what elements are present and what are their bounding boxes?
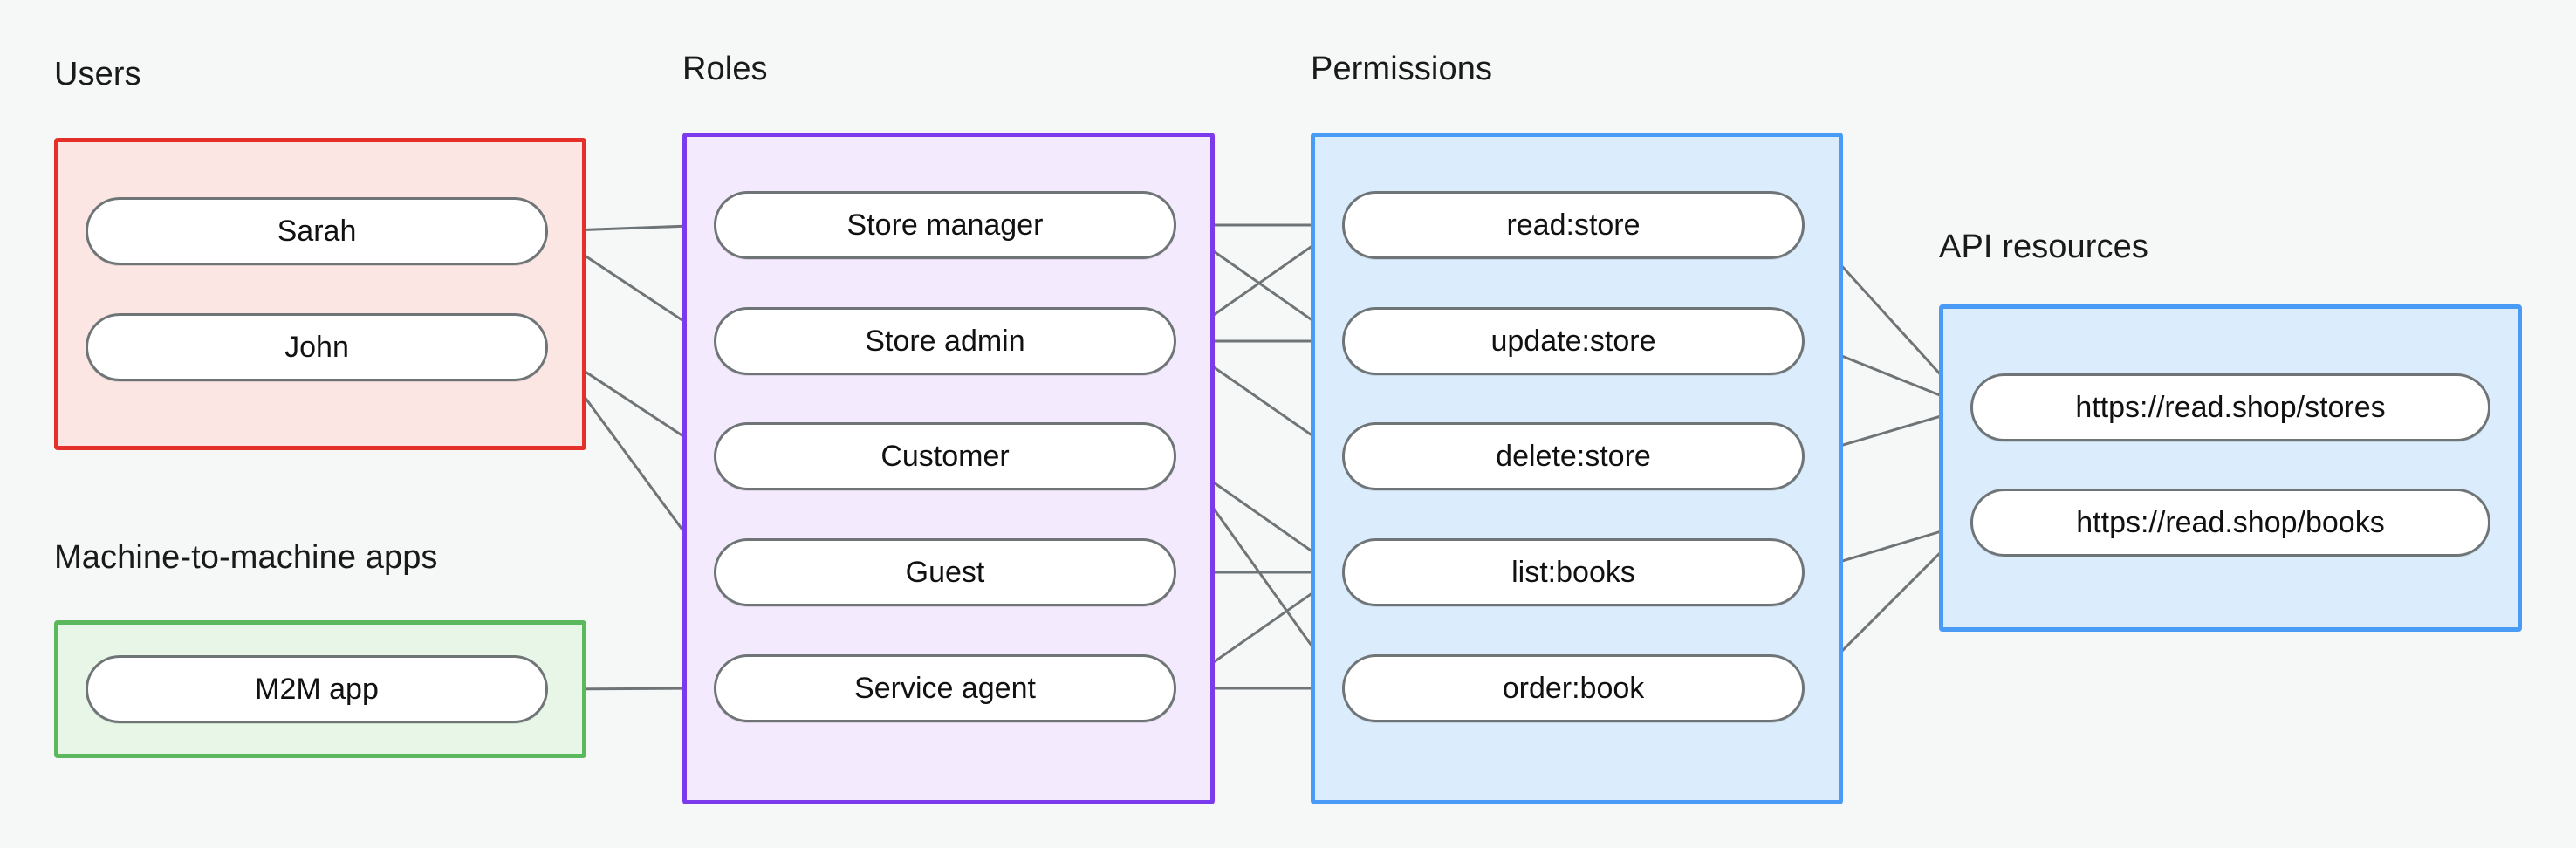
node-read-store[interactable]: read:store	[1342, 191, 1805, 259]
group-label-roles: Roles	[682, 51, 768, 87]
node-order-book[interactable]: order:book	[1342, 654, 1805, 722]
group-label-api-resources: API resources	[1939, 229, 2148, 265]
node-service-agent[interactable]: Service agent	[714, 654, 1176, 722]
node-api-stores[interactable]: https://read.shop/stores	[1970, 373, 2490, 441]
node-delete-store[interactable]: delete:store	[1342, 422, 1805, 490]
node-sarah[interactable]: Sarah	[86, 197, 548, 265]
group-label-m2m: Machine-to-machine apps	[54, 539, 438, 576]
node-m2m-app[interactable]: M2M app	[86, 655, 548, 723]
node-api-books[interactable]: https://read.shop/books	[1970, 489, 2490, 557]
node-store-admin[interactable]: Store admin	[714, 307, 1176, 375]
node-store-manager[interactable]: Store manager	[714, 191, 1176, 259]
node-customer[interactable]: Customer	[714, 422, 1176, 490]
node-john[interactable]: John	[86, 313, 548, 381]
node-guest[interactable]: Guest	[714, 538, 1176, 606]
node-update-store[interactable]: update:store	[1342, 307, 1805, 375]
group-box-api-resources	[1939, 304, 2522, 632]
node-list-books[interactable]: list:books	[1342, 538, 1805, 606]
group-label-users: Users	[54, 56, 141, 92]
group-label-permissions: Permissions	[1311, 51, 1493, 87]
group-box-users	[54, 138, 586, 450]
